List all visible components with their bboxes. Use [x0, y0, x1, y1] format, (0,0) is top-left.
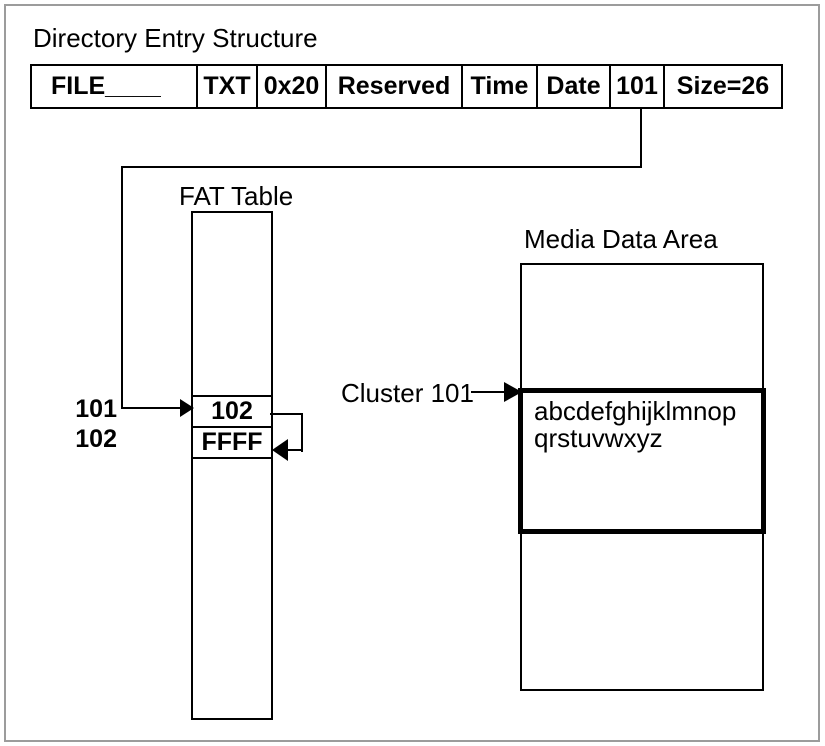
fat-entry-102: FFFF — [193, 428, 271, 459]
fat-table: 102 FFFF — [191, 211, 273, 720]
diagram-title: Directory Entry Structure — [33, 23, 318, 53]
dir-cell-filename: FILE____ — [32, 66, 198, 107]
connector-into-fat-line — [123, 407, 180, 409]
dir-cell-extension: TXT — [198, 66, 258, 107]
dir-cell-reserved: Reserved — [327, 66, 463, 107]
fat-table-title: FAT Table — [179, 181, 294, 211]
directory-entry-table: FILE____ TXT 0x20 Reserved Time Date 101… — [30, 64, 783, 109]
dir-cell-time: Time — [463, 66, 538, 107]
cluster-content-line2: qrstuvwxyz — [534, 423, 663, 453]
arrowhead-into-fat-icon — [180, 399, 194, 417]
connector-cluster-drop-line — [640, 108, 642, 168]
media-area-title: Media Data Area — [524, 224, 718, 254]
cluster-pointer-line — [471, 391, 506, 393]
loop-top-line — [270, 413, 303, 415]
loop-bottom-line — [288, 449, 303, 451]
arrowhead-into-ffff-icon — [272, 439, 288, 461]
dir-cell-start-cluster: 101 — [611, 66, 665, 107]
arrowhead-into-cluster-icon — [504, 382, 522, 402]
fat-index-101: 101 — [75, 395, 117, 423]
cluster-content-line1: abcdefghijklmnop — [534, 396, 737, 426]
dir-cell-attributes: 0x20 — [258, 66, 327, 107]
connector-cluster-horizontal-line — [121, 166, 642, 168]
loop-vertical-line — [301, 413, 303, 452]
fat-index-102: 102 — [75, 425, 117, 453]
dir-cell-size: Size=26 — [676, 72, 770, 100]
page-border — [4, 4, 820, 742]
cluster-pointer-label: Cluster 101 — [341, 378, 474, 408]
cluster-101-box: abcdefghijklmnop qrstuvwxyz — [518, 388, 766, 534]
dir-cell-date: Date — [538, 66, 611, 107]
connector-cluster-vertical-line — [121, 166, 123, 409]
fat-entry-101: 102 — [193, 395, 271, 428]
